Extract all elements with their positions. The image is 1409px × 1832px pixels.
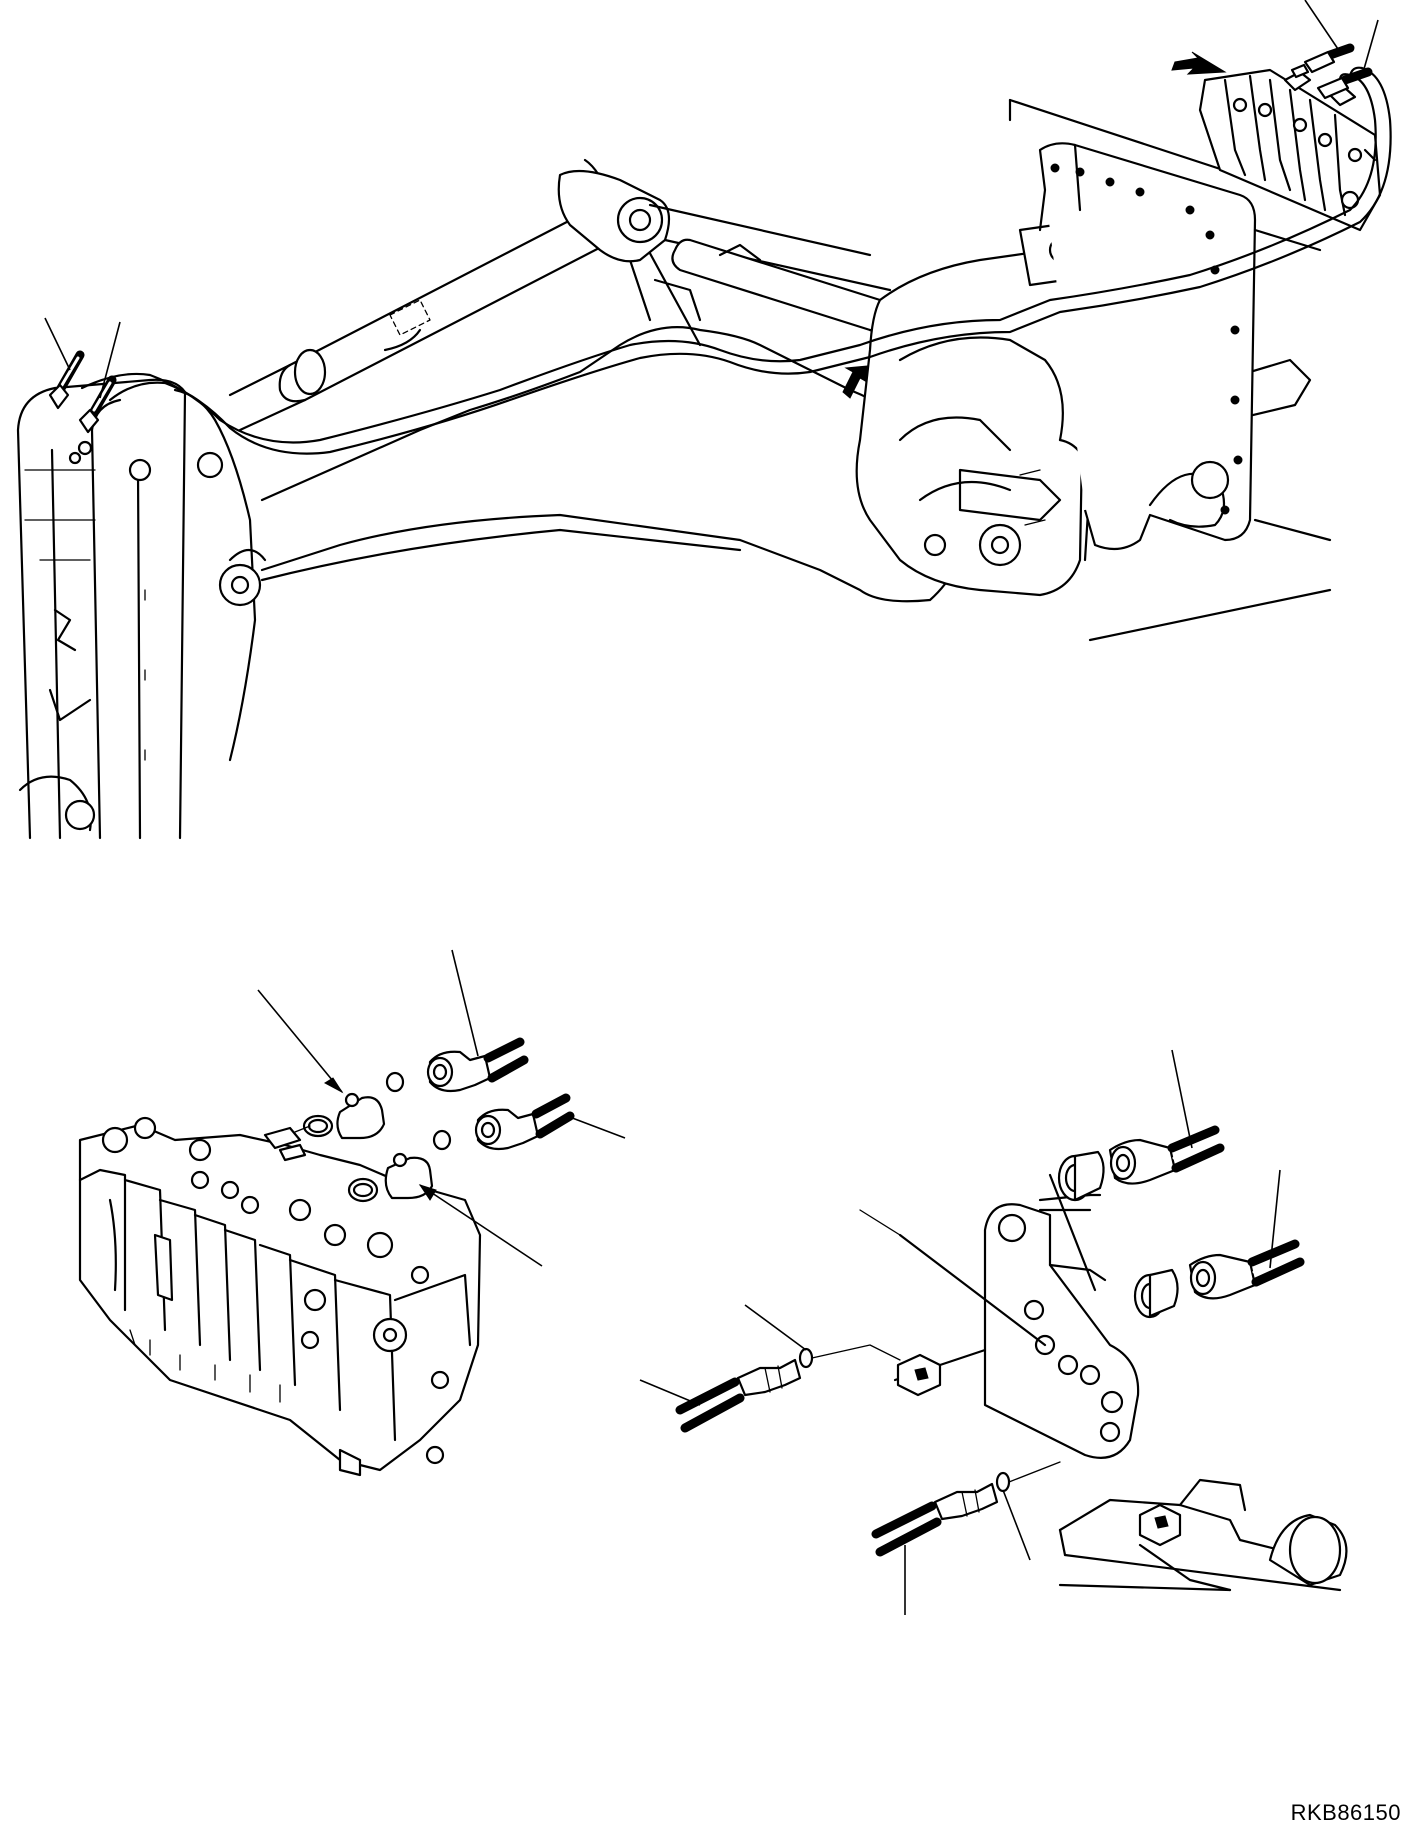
leader-line	[1362, 20, 1378, 76]
leader-line	[452, 950, 478, 1056]
control-valve-top	[1200, 70, 1380, 230]
leader-line	[1305, 0, 1340, 52]
leader-line	[100, 322, 120, 398]
boom-arm	[175, 160, 964, 760]
boom-pivot-top	[559, 171, 890, 290]
leader-line	[745, 1305, 806, 1350]
left-post-bracket	[18, 380, 222, 838]
arrow-icon	[843, 366, 867, 398]
chassis-frame	[1010, 100, 1330, 640]
o-ring	[997, 1473, 1009, 1491]
drawing-code: RKB86150	[1290, 1800, 1401, 1825]
leader-line	[1172, 1050, 1192, 1148]
arrow-icon	[1172, 52, 1225, 74]
control-valve-exploded-view	[80, 1042, 570, 1475]
nut	[1059, 1152, 1104, 1200]
boom-cylinder	[230, 182, 614, 430]
o-ring	[387, 1073, 403, 1091]
arrow-icon	[325, 1078, 342, 1092]
leader-line	[640, 1380, 700, 1405]
nut	[1135, 1270, 1178, 1317]
hose-ends-left	[50, 355, 112, 463]
leader-line	[1270, 1170, 1280, 1268]
boom-assembly-view	[18, 0, 1391, 838]
bracket-exploded-view	[680, 1130, 1346, 1590]
o-ring	[800, 1349, 812, 1367]
o-ring	[434, 1131, 450, 1149]
leader-line	[1003, 1490, 1030, 1560]
hose-lines-boom	[82, 68, 1391, 454]
arrow-icon	[420, 1185, 436, 1200]
leader-line	[45, 318, 70, 370]
leader-line	[420, 1185, 542, 1266]
leader-line	[567, 1116, 625, 1138]
leader-line	[258, 990, 342, 1092]
